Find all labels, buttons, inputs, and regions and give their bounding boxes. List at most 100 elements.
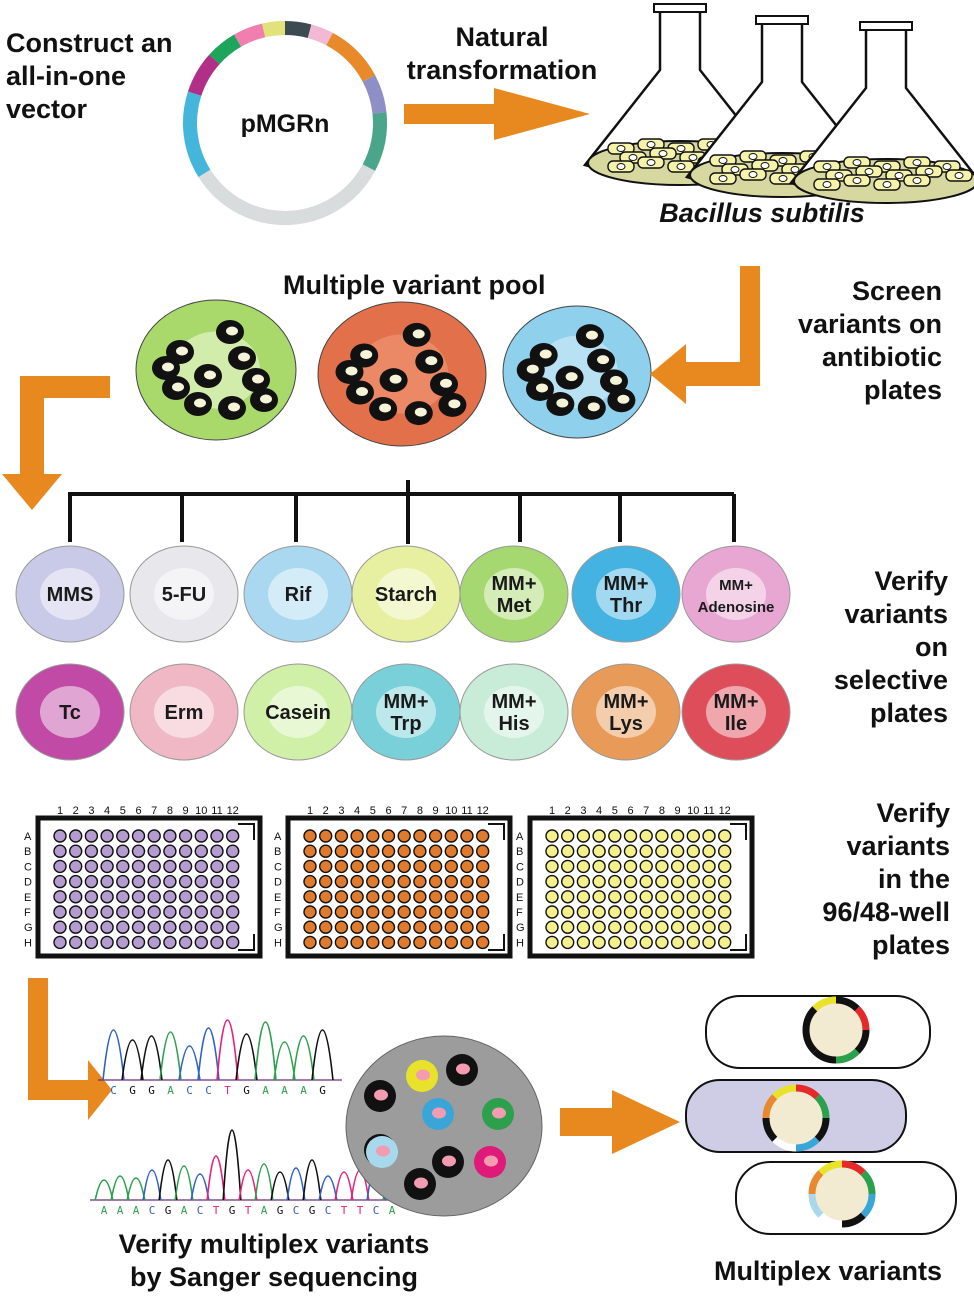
well bbox=[53, 874, 67, 889]
well bbox=[350, 920, 364, 934]
column-tick: 12 bbox=[477, 805, 489, 817]
well bbox=[592, 859, 606, 874]
well bbox=[639, 829, 653, 843]
well bbox=[476, 859, 490, 874]
column-tick: 3 bbox=[338, 805, 344, 817]
colony-icon bbox=[600, 369, 628, 394]
well bbox=[592, 920, 606, 934]
well bbox=[163, 844, 177, 858]
plasmid-segment bbox=[841, 1160, 866, 1176]
well bbox=[428, 935, 443, 950]
column-tick: 9 bbox=[675, 805, 681, 817]
well bbox=[592, 844, 606, 858]
well bbox=[116, 935, 130, 950]
peak bbox=[190, 1173, 210, 1201]
plasmid-segment bbox=[284, 21, 312, 39]
well bbox=[178, 920, 193, 934]
well bbox=[147, 844, 161, 858]
well bbox=[366, 920, 380, 934]
colony-icon bbox=[607, 388, 636, 413]
well bbox=[476, 905, 490, 919]
base-call: G bbox=[165, 1204, 172, 1217]
arrow-bend-right-icon bbox=[28, 978, 112, 1120]
well bbox=[608, 935, 622, 950]
well bbox=[444, 874, 458, 889]
well bbox=[68, 920, 83, 934]
well bbox=[718, 844, 732, 858]
base-call: C bbox=[325, 1204, 332, 1217]
plasmid-segment bbox=[808, 1193, 824, 1218]
well bbox=[366, 874, 380, 889]
row-tick: H bbox=[516, 937, 524, 949]
well bbox=[350, 874, 364, 889]
well bbox=[366, 935, 380, 950]
well bbox=[623, 874, 638, 889]
well bbox=[460, 844, 474, 858]
variant-pool-dishes bbox=[135, 299, 652, 447]
well bbox=[592, 874, 606, 889]
well bbox=[381, 905, 396, 919]
colony-center bbox=[432, 1107, 446, 1119]
selective-plate-row2: Erm bbox=[129, 663, 239, 761]
selective-plate-row1: Starch bbox=[351, 545, 461, 643]
base-call: T bbox=[245, 1204, 252, 1217]
base-call: G bbox=[277, 1204, 284, 1217]
bacterium-icon bbox=[873, 178, 901, 191]
row-tick: C bbox=[516, 861, 524, 873]
colony-center bbox=[204, 370, 216, 380]
colony-center bbox=[194, 398, 206, 408]
well bbox=[623, 935, 638, 950]
well bbox=[460, 890, 474, 904]
well bbox=[225, 844, 240, 858]
well bbox=[608, 905, 622, 919]
well bbox=[116, 874, 130, 889]
well bbox=[116, 905, 130, 919]
well bbox=[397, 890, 411, 904]
well bbox=[225, 905, 240, 919]
screen-label-line4: plates bbox=[864, 375, 942, 405]
well bbox=[623, 920, 638, 934]
row-tick: D bbox=[24, 877, 32, 889]
well bbox=[366, 844, 380, 858]
plate-highlight bbox=[154, 686, 214, 738]
bacterium-nucleoid bbox=[748, 171, 758, 178]
selective-plate-row1: MM+Met bbox=[459, 545, 569, 643]
well bbox=[303, 859, 317, 874]
row-tick: F bbox=[274, 907, 281, 919]
well bbox=[131, 859, 146, 874]
base-call: C bbox=[293, 1204, 300, 1217]
well bbox=[545, 874, 559, 889]
row-tick: G bbox=[274, 922, 283, 934]
colony-center bbox=[412, 329, 425, 339]
column-tick: 10 bbox=[195, 805, 207, 817]
plasmid-segment bbox=[362, 112, 387, 171]
colony-center bbox=[617, 394, 630, 404]
bacterium-icon bbox=[813, 160, 841, 173]
bacterium-nucleoid bbox=[882, 181, 892, 188]
column-tick: 12 bbox=[719, 805, 731, 817]
well bbox=[225, 829, 240, 843]
column-tick: 4 bbox=[596, 805, 602, 817]
bacterium-nucleoid bbox=[894, 172, 904, 179]
well bbox=[476, 874, 490, 889]
well bbox=[84, 920, 99, 934]
colony-center bbox=[360, 349, 373, 359]
base-call: A bbox=[101, 1204, 108, 1217]
base-call: A bbox=[167, 1084, 174, 1097]
column-tick: 5 bbox=[120, 805, 126, 817]
column-tick: 1 bbox=[549, 805, 555, 817]
well bbox=[334, 890, 349, 904]
row-tick: D bbox=[274, 877, 282, 889]
colony-center bbox=[440, 378, 452, 388]
colony-center bbox=[345, 366, 358, 376]
plate-label: MM+ bbox=[714, 691, 759, 713]
well bbox=[718, 874, 732, 889]
bacterium-nucleoid bbox=[942, 163, 952, 170]
well bbox=[84, 874, 99, 889]
well bbox=[163, 920, 177, 934]
bacterium-nucleoid bbox=[954, 172, 964, 179]
well bbox=[303, 935, 317, 950]
bacterium-nucleoid bbox=[646, 141, 656, 148]
